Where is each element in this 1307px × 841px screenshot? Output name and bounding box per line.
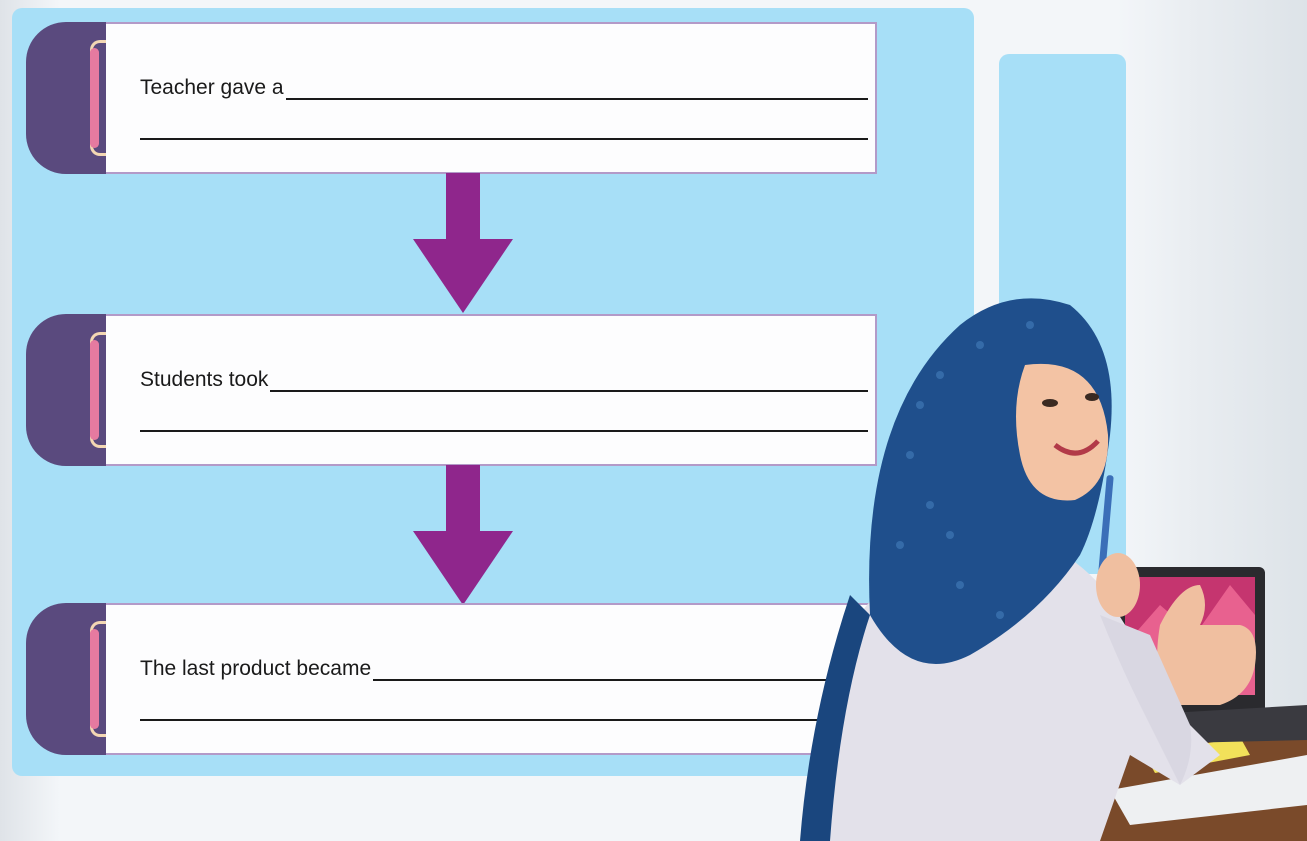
answer-blank[interactable] — [270, 368, 868, 392]
answer-blank-continued[interactable] — [140, 116, 868, 140]
card-pill — [90, 629, 99, 729]
step-prompt: Students took — [140, 368, 269, 391]
answer-line-2 — [140, 110, 868, 140]
answer-line-2 — [140, 402, 868, 432]
card-pill — [90, 48, 99, 148]
step-prompt: Teacher gave a — [140, 76, 284, 99]
answer-blank[interactable] — [285, 76, 868, 100]
answer-blank[interactable] — [373, 657, 868, 681]
student-illustration — [800, 298, 1307, 841]
answer-line-1: The last product became — [140, 651, 868, 681]
down-arrow-icon — [413, 173, 513, 313]
step-card-2: Students took — [26, 314, 879, 466]
step-card-3: The last product became — [26, 603, 879, 755]
answer-line-1: Students took — [140, 362, 868, 392]
step-prompt: The last product became — [140, 657, 372, 680]
answer-blank-continued[interactable] — [140, 408, 868, 432]
card-body: Teacher gave a — [106, 22, 877, 174]
card-body: The last product became — [106, 603, 877, 755]
answer-line-1: Teacher gave a — [140, 70, 868, 100]
answer-line-2 — [140, 691, 868, 721]
card-pill — [90, 340, 99, 440]
card-body: Students took — [106, 314, 877, 466]
step-card-1: Teacher gave a — [26, 22, 879, 174]
down-arrow-icon — [413, 465, 513, 605]
answer-blank-continued[interactable] — [140, 697, 868, 721]
